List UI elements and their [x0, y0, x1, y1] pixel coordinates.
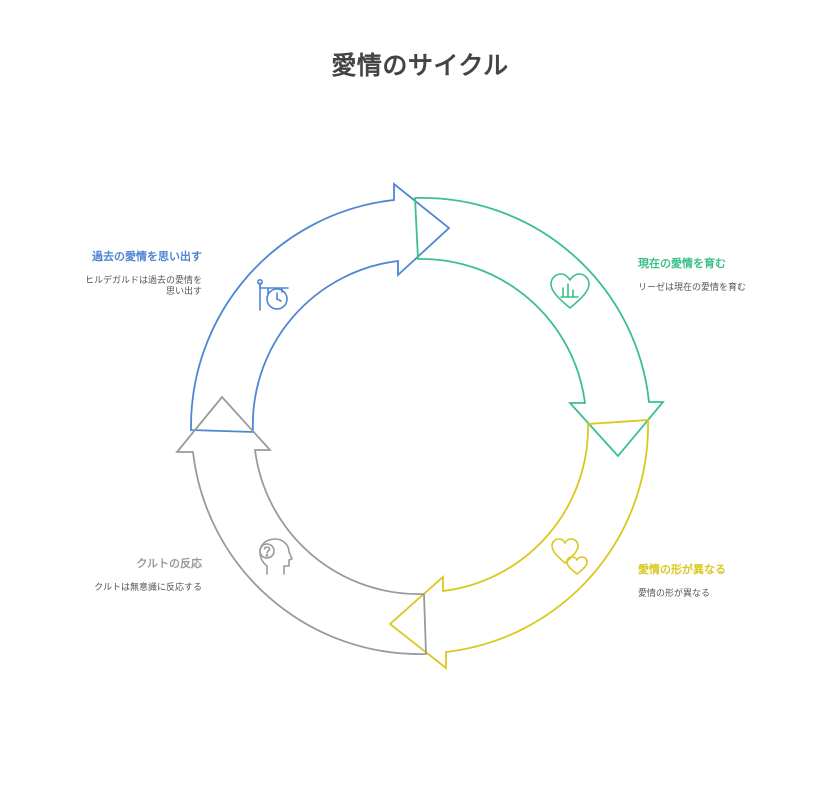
head-question-icon: [259, 538, 293, 575]
arrow-different: [388, 419, 649, 670]
page-title: 愛情のサイクル: [331, 51, 509, 80]
arrow-past: [190, 182, 451, 433]
stage-past-heading: 過去の愛情を思い出す: [92, 250, 202, 263]
stage-cult-description: クルトは無意識に反応する: [94, 583, 202, 593]
arrow-present: [414, 197, 665, 458]
stage-present-heading: 現在の愛情を育む: [638, 257, 726, 270]
two-hearts-icon: [551, 538, 588, 575]
heart-bar-chart-icon: [550, 273, 590, 309]
stage-different-heading: 愛情の形が異なる: [638, 563, 726, 576]
stage-cult: クルトの反応 クルトは無意識に反応する: [82, 557, 202, 594]
signpost-clock-icon: [256, 278, 289, 311]
stage-present: 現在の愛情を育む リーゼは現在の愛情を育む: [638, 257, 758, 294]
stage-different-description: 愛情の形が異なる: [638, 589, 711, 599]
stage-different: 愛情の形が異なる 愛情の形が異なる: [638, 563, 758, 600]
stage-cult-heading: クルトの反応: [136, 557, 202, 570]
stage-present-description: リーゼは現在の愛情を育む: [638, 283, 747, 293]
arrow-cult: [175, 395, 427, 655]
stage-past: 過去の愛情を思い出す ヒルデガルドは過去の愛情を思い出す: [82, 250, 202, 298]
stage-past-description: ヒルデガルドは過去の愛情を思い出す: [84, 276, 202, 297]
